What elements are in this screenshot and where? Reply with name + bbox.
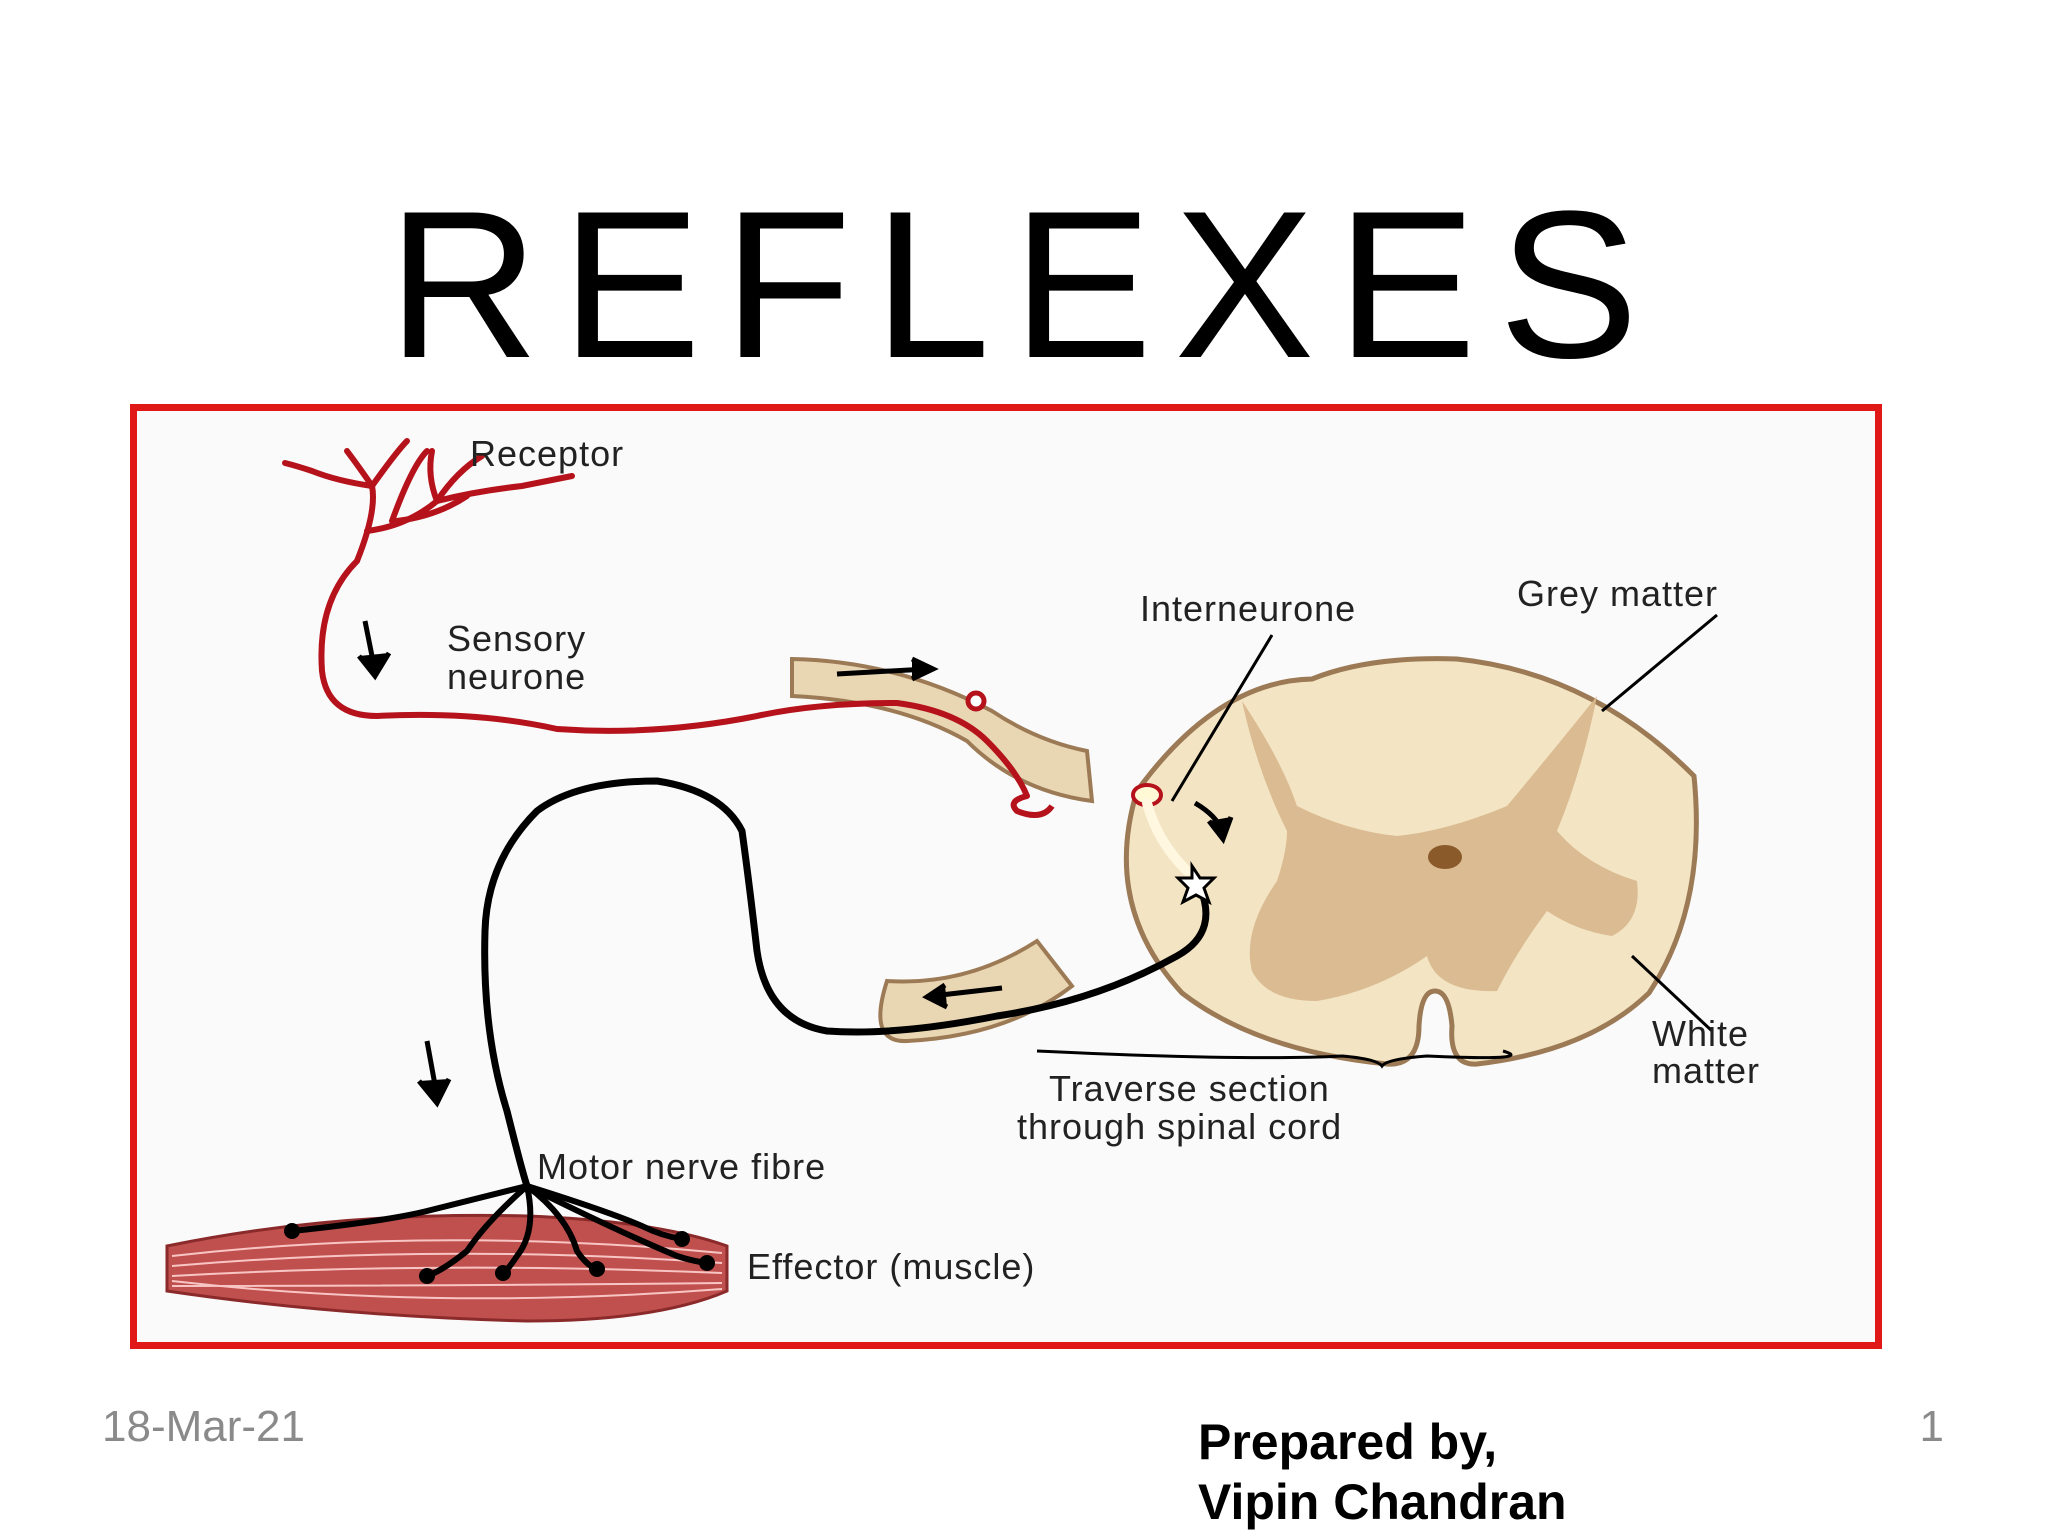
leader-lines [1036, 613, 1718, 1069]
sensory-synapse [1010, 793, 1055, 818]
diagram-canvas: Receptor Sensory neurone Interneurone Gr… [165, 433, 1760, 1323]
page-number: 1 [1919, 1402, 1944, 1451]
direction-arrows [357, 620, 1234, 1108]
arrow-right-icon [836, 656, 939, 682]
reflex-arc-diagram: Receptor Sensory neurone Interneurone Gr… [130, 404, 1882, 1349]
spinal-cord [790, 656, 1699, 1067]
dorsal-root [790, 656, 1095, 804]
slide-date: 18-Mar-21 [102, 1402, 305, 1451]
receptor-branches [282, 438, 575, 564]
arrow-curved-icon [1193, 800, 1234, 845]
author-name: Vipin Chandran [1198, 1474, 1567, 1530]
slide-title: REFLEXES [387, 167, 1661, 402]
label-white-matter-1: White [1652, 1013, 1749, 1054]
label-traverse-2: through spinal cord [1017, 1106, 1342, 1147]
central-canal [1428, 845, 1462, 869]
sensory-neuron-fibre [318, 558, 1030, 799]
label-receptor: Receptor [470, 433, 624, 474]
prepared-by-label: Prepared by, [1198, 1414, 1498, 1470]
label-interneurone: Interneurone [1140, 588, 1356, 629]
label-sensory-1: Sensory [447, 618, 586, 659]
label-effector: Effector (muscle) [747, 1246, 1035, 1287]
label-sensory-2: neurone [447, 656, 586, 697]
label-traverse-1: Traverse section [1049, 1068, 1330, 1109]
interneurone-fibre [1142, 798, 1192, 876]
arrow-down-icon [417, 1040, 452, 1108]
label-grey-matter: Grey matter [1517, 573, 1718, 614]
motor-end-plates [284, 1223, 715, 1284]
label-motor-nerve: Motor nerve fibre [537, 1146, 826, 1187]
motor-neuron-fibre [481, 777, 1210, 1190]
motor-cell-body [1174, 861, 1218, 906]
label-white-matter-2: matter [1652, 1050, 1760, 1091]
ganglion-cell-body [965, 690, 987, 712]
arrow-left-icon [922, 982, 1003, 1010]
arrow-down-icon [357, 620, 392, 681]
prepared-by: Prepared by, Vipin Chandran [1198, 1412, 1567, 1532]
